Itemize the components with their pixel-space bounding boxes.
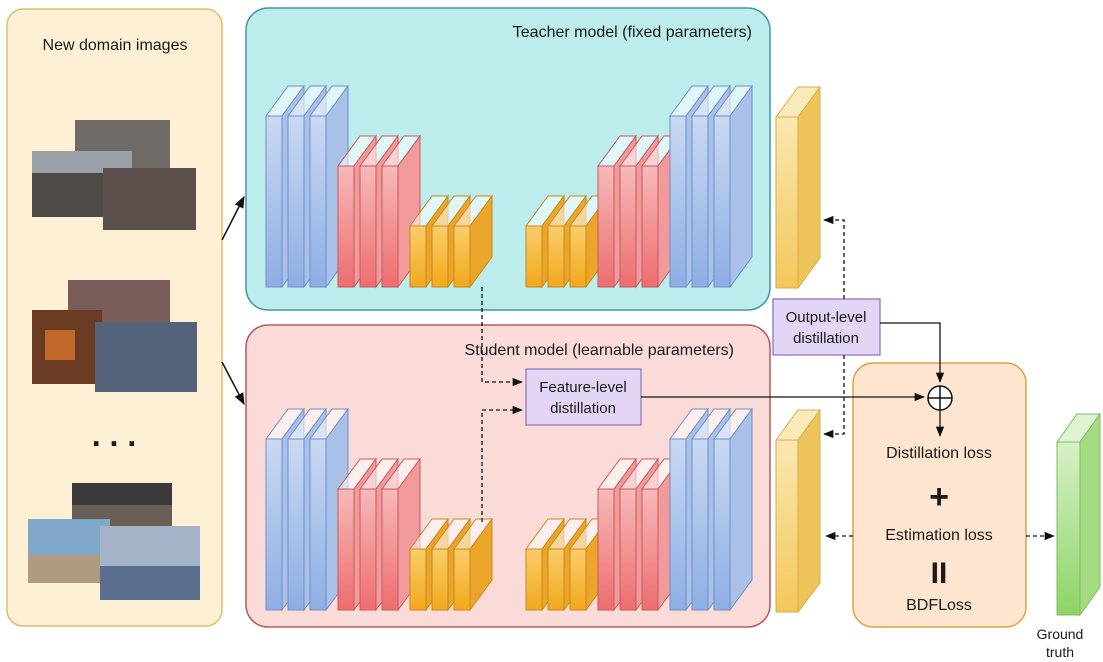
crowd-image-group-3 <box>28 483 200 600</box>
output-distillation-to-teacher-map-arrow <box>822 215 845 299</box>
images-to-student-arrow <box>221 361 245 406</box>
decoder-block-3-layer-3 <box>713 407 753 612</box>
plus-sign: + <box>929 478 949 516</box>
encoder-block-3-layer-3 <box>453 517 493 612</box>
loss-panel: Distillation loss + Estimation loss II B… <box>852 362 1027 628</box>
student-output-map <box>775 408 821 614</box>
output-to-sum-arrow <box>880 322 945 384</box>
feature-distillation-line2: distillation <box>550 400 616 417</box>
teacher-model-title: Teacher model (fixed parameters) <box>513 24 752 41</box>
ground-truth-label-line1: Ground <box>1037 626 1084 642</box>
more-images-ellipsis: . . . <box>92 417 136 453</box>
crowd-image-group-2 <box>32 280 197 392</box>
student-network-layers <box>265 407 753 612</box>
decoder-block-3-layer-3 <box>713 84 753 289</box>
teacher-network-layers <box>265 84 753 289</box>
ground-truth-map: Ground truth <box>1037 412 1101 660</box>
output-distillation-box: Output-level distillation <box>772 298 881 356</box>
teacher-output-map <box>775 85 821 290</box>
student-model-panel: Student model (learnable parameters) <box>245 324 771 628</box>
crowd-image-group-1 <box>32 120 196 230</box>
output-distillation-line2: distillation <box>793 330 859 347</box>
student-feature-dashed-arrow <box>481 405 524 522</box>
images-panel: New domain images . . . <box>6 8 223 627</box>
encoder-block-3-layer-3 <box>453 194 493 289</box>
ground-truth-label-line2: truth <box>1046 644 1074 660</box>
estimation-loss-label: Estimation loss <box>885 527 993 544</box>
bdfloss-label: BDFLoss <box>906 597 972 614</box>
images-to-teacher-arrow <box>221 195 245 241</box>
feature-distillation-box: Feature-level distillation <box>525 368 642 426</box>
teacher-model-panel: Teacher model (fixed parameters) <box>245 7 771 311</box>
output-distillation-line1: Output-level <box>786 309 867 326</box>
feature-distillation-line1: Feature-level <box>539 379 627 396</box>
output-distillation-to-student-map-arrow <box>822 355 845 439</box>
encoder-block-2-layer-3 <box>381 134 421 289</box>
images-panel-title: New domain images <box>43 37 188 54</box>
connectors <box>481 215 1056 541</box>
equals-sign: II <box>931 557 948 590</box>
student-model-title: Student model (learnable parameters) <box>465 342 734 359</box>
distillation-loss-label: Distillation loss <box>886 445 992 462</box>
teacher-feature-dashed-arrow <box>481 287 524 387</box>
